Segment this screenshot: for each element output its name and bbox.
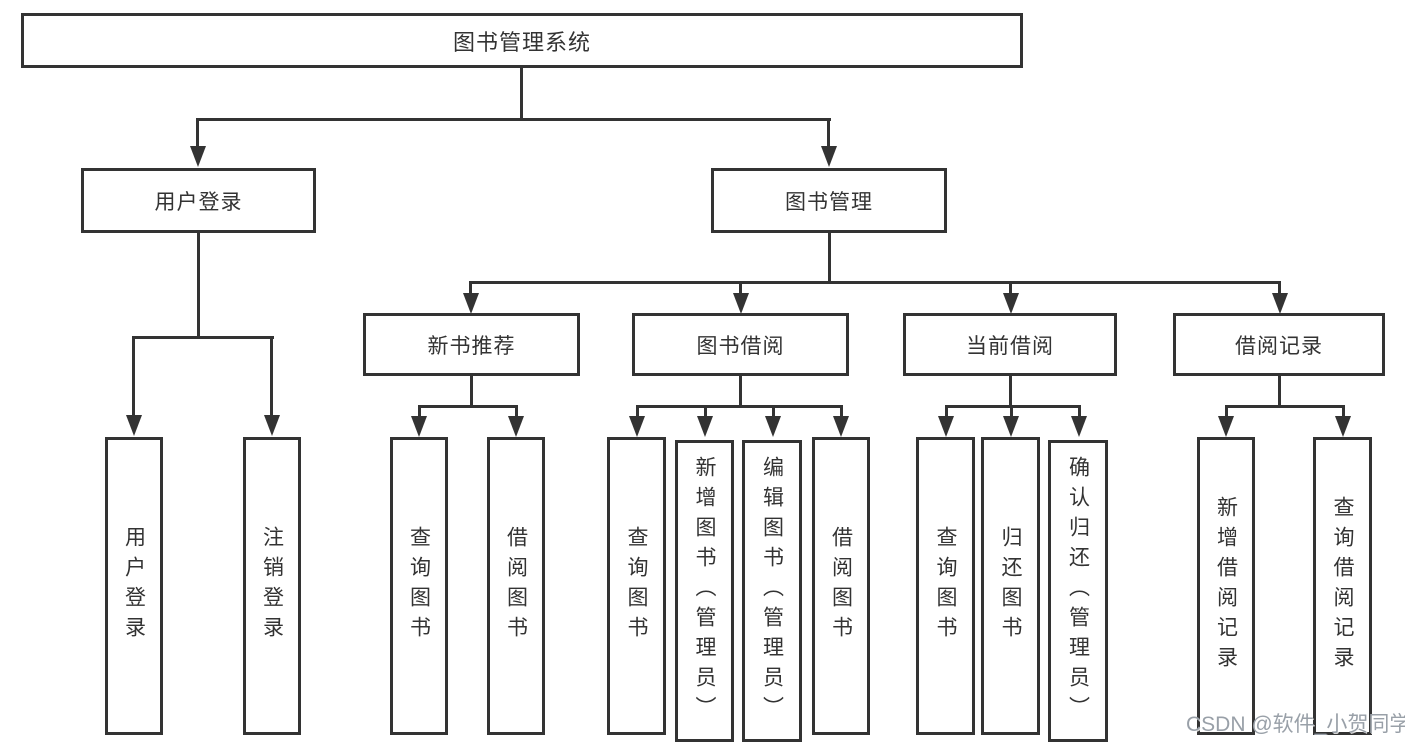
leaf-bb-borrow-books-label: 借阅图书 bbox=[829, 526, 853, 646]
arrowhead-down-icon bbox=[1003, 293, 1019, 314]
node-book-borrowing: 图书借阅 bbox=[632, 313, 849, 376]
arrowhead-down-icon bbox=[938, 416, 954, 437]
arrowhead-down-icon bbox=[629, 416, 645, 437]
arrowhead-down-icon bbox=[1272, 293, 1288, 314]
leaf-bb-add-books-admin: 新增图书（管理员） bbox=[675, 440, 734, 742]
leaf-bb-edit-books-admin: 编辑图书（管理员） bbox=[742, 440, 802, 742]
connector-line bbox=[133, 336, 274, 339]
arrowhead-down-icon bbox=[697, 416, 713, 437]
leaf-cb-confirm-return-admin-label: 确认归还（管理员） bbox=[1066, 456, 1090, 726]
leaf-br-add-record-label: 新增借阅记录 bbox=[1214, 496, 1238, 676]
connector-line bbox=[1010, 405, 1013, 417]
arrowhead-down-icon bbox=[508, 416, 524, 437]
connector-line bbox=[469, 281, 472, 294]
arrowhead-down-icon bbox=[833, 416, 849, 437]
arrowhead-down-icon bbox=[1335, 416, 1351, 437]
leaf-cb-confirm-return-admin: 确认归还（管理员） bbox=[1048, 440, 1108, 742]
connector-line bbox=[132, 336, 135, 415]
leaf-bb-borrow-books: 借阅图书 bbox=[812, 437, 870, 735]
connector-line bbox=[636, 405, 639, 417]
connector-line bbox=[1009, 376, 1012, 405]
leaf-user-login: 用户登录 bbox=[105, 437, 163, 735]
node-borrowing-records: 借阅记录 bbox=[1173, 313, 1385, 376]
connector-line bbox=[1278, 281, 1281, 294]
leaf-nb-query-books: 查询图书 bbox=[390, 437, 448, 735]
connector-line bbox=[828, 233, 831, 281]
node-new-book-recommendation: 新书推荐 bbox=[363, 313, 580, 376]
connector-line bbox=[945, 405, 948, 417]
connector-line bbox=[197, 118, 831, 121]
connector-line bbox=[704, 405, 707, 417]
arrowhead-down-icon bbox=[1218, 416, 1234, 437]
arrowhead-down-icon bbox=[126, 415, 142, 436]
connector-line bbox=[1225, 405, 1344, 408]
node-current-borrowing: 当前借阅 bbox=[903, 313, 1117, 376]
connector-line bbox=[636, 405, 842, 408]
arrowhead-down-icon bbox=[463, 293, 479, 314]
arrowhead-down-icon bbox=[264, 415, 280, 436]
connector-line bbox=[1278, 376, 1281, 405]
leaf-cb-query-books: 查询图书 bbox=[916, 437, 975, 735]
connector-line bbox=[840, 405, 843, 417]
leaf-bb-query-books-label: 查询图书 bbox=[625, 526, 648, 646]
connector-line bbox=[772, 405, 775, 417]
arrowhead-down-icon bbox=[821, 146, 837, 167]
node-user-login: 用户登录 bbox=[81, 168, 316, 233]
connector-line bbox=[418, 405, 518, 408]
arrowhead-down-icon bbox=[765, 416, 781, 437]
arrowhead-down-icon bbox=[411, 416, 427, 437]
leaf-logout: 注销登录 bbox=[243, 437, 301, 735]
connector-line bbox=[1342, 405, 1345, 417]
leaf-cb-query-books-label: 查询图书 bbox=[934, 526, 957, 646]
connector-line bbox=[1078, 405, 1081, 417]
arrowhead-down-icon bbox=[1003, 416, 1019, 437]
connector-line bbox=[1009, 281, 1012, 294]
connector-line bbox=[197, 233, 200, 336]
leaf-logout-label: 注销登录 bbox=[260, 526, 284, 646]
leaf-user-login-label: 用户登录 bbox=[122, 526, 146, 646]
connector-line bbox=[520, 68, 523, 118]
leaf-br-add-record: 新增借阅记录 bbox=[1197, 437, 1255, 735]
csdn-watermark: CSDN @软件_小贺同学 bbox=[1186, 713, 1405, 736]
connector-line bbox=[270, 336, 273, 415]
connector-line bbox=[470, 281, 1281, 284]
leaf-cb-return-books: 归还图书 bbox=[981, 437, 1040, 735]
connector-line bbox=[515, 405, 518, 417]
leaf-nb-query-books-label: 查询图书 bbox=[407, 526, 431, 646]
node-book-management: 图书管理 bbox=[711, 168, 947, 233]
leaf-bb-query-books: 查询图书 bbox=[607, 437, 666, 735]
connector-line bbox=[196, 118, 199, 148]
connector-line bbox=[470, 376, 473, 405]
leaf-bb-edit-books-admin-label: 编辑图书（管理员） bbox=[760, 456, 784, 726]
connector-line bbox=[739, 376, 742, 405]
arrowhead-down-icon bbox=[733, 293, 749, 314]
leaf-nb-borrow-books-label: 借阅图书 bbox=[504, 526, 528, 646]
leaf-bb-add-books-admin-label: 新增图书（管理员） bbox=[693, 456, 716, 726]
leaf-nb-borrow-books: 借阅图书 bbox=[487, 437, 545, 735]
leaf-br-query-record-label: 查询借阅记录 bbox=[1331, 496, 1354, 676]
connector-line bbox=[827, 118, 830, 148]
leaf-br-query-record: 查询借阅记录 bbox=[1313, 437, 1372, 735]
node-library-system: 图书管理系统 bbox=[21, 13, 1023, 68]
arrowhead-down-icon bbox=[1071, 416, 1087, 437]
leaf-cb-return-books-label: 归还图书 bbox=[999, 526, 1022, 646]
connector-line bbox=[1225, 405, 1228, 417]
connector-line bbox=[739, 281, 742, 294]
connector-line bbox=[418, 405, 421, 417]
arrowhead-down-icon bbox=[190, 146, 206, 167]
